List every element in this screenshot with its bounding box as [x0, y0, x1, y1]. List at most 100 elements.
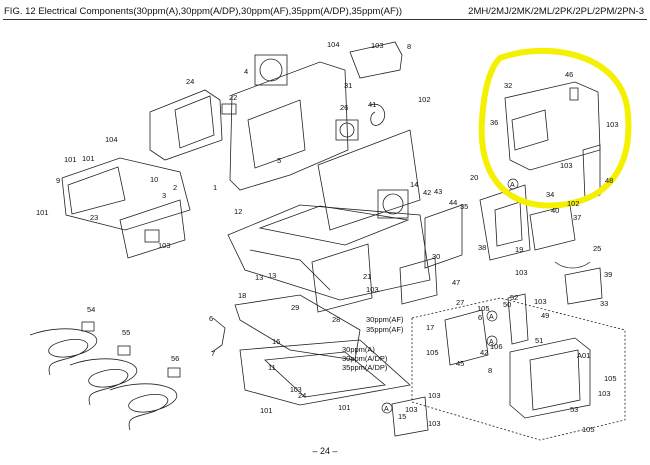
callout: 43 — [434, 187, 442, 196]
callout: 53 — [570, 405, 578, 414]
callout: 24 — [298, 391, 306, 400]
callout: 102 — [567, 199, 580, 208]
part-36-board — [504, 81, 601, 171]
callout: 52 — [510, 293, 518, 302]
part-24-board — [149, 89, 223, 161]
callout: 101 — [260, 406, 273, 415]
callout: 5 — [277, 156, 281, 165]
part-56-plug — [167, 367, 181, 378]
callout: 38 — [478, 243, 486, 252]
callout: 22 — [229, 93, 237, 102]
callout: 105 — [477, 304, 490, 313]
part-42-board — [444, 309, 489, 366]
part-53-board — [509, 337, 591, 419]
callout: 13 — [268, 271, 276, 280]
callout: 105 — [604, 374, 617, 383]
callout: 36 — [490, 118, 498, 127]
callout: 11 — [268, 363, 276, 372]
callout: 101 — [64, 155, 77, 164]
callout: 103 — [405, 405, 418, 414]
callout: 8 — [407, 42, 411, 51]
part-41-cable — [369, 103, 386, 126]
callout: 49 — [541, 311, 549, 320]
callout: 26 — [340, 103, 348, 112]
callout: 50 — [503, 300, 511, 309]
callout: 3 — [162, 191, 166, 200]
part-15-board — [391, 396, 429, 437]
callout: A01 — [577, 351, 590, 360]
part-11-plate — [239, 339, 411, 406]
callout: 103 — [534, 297, 547, 306]
callout: 103 — [428, 419, 441, 428]
callout: 13 — [255, 273, 263, 282]
part-54-plug — [81, 321, 95, 332]
callout: 27 — [456, 298, 464, 307]
callout: 18 — [238, 291, 246, 300]
callout: 19 — [515, 245, 523, 254]
callout: 32 — [504, 81, 512, 90]
part-10-board — [61, 157, 191, 231]
note-af-line2: 35ppm(AF) — [366, 325, 404, 334]
callout: 9 — [56, 176, 60, 185]
part-25-cable — [554, 261, 591, 269]
part-5-frame — [229, 61, 349, 191]
header-rule — [3, 19, 647, 20]
callout: 101 — [82, 154, 95, 163]
callout: 30 — [432, 252, 440, 261]
part-21-board — [311, 243, 373, 313]
callout: 45 — [456, 359, 464, 368]
callout: 103 — [366, 285, 379, 294]
part-23-board — [119, 199, 186, 259]
callout: 42 — [423, 188, 431, 197]
page-number: – 24 – — [312, 446, 338, 456]
note-af-line1: 30ppm(AF) — [366, 315, 404, 324]
callout: 105 — [582, 425, 595, 434]
part-52-board — [507, 293, 529, 345]
callout: 2 — [173, 183, 177, 192]
callout: 31 — [344, 81, 352, 90]
callout: 40 — [551, 206, 559, 215]
callout: 42 — [480, 348, 488, 357]
callout: 6 — [478, 313, 482, 322]
note-main-1: 30ppm(A) — [342, 345, 375, 354]
callout: 10 — [150, 175, 158, 184]
callout: 6 — [209, 314, 213, 323]
part-22 — [221, 103, 237, 115]
callout: 14 — [410, 180, 418, 189]
part-39-board — [564, 267, 603, 305]
part-54-cord — [29, 328, 98, 376]
callout: 48 — [605, 176, 613, 185]
callout: 103 — [158, 241, 171, 250]
part-26-fan — [335, 119, 359, 141]
callout: 46 — [565, 70, 573, 79]
part-38-frame — [479, 184, 531, 261]
a01-outline — [411, 297, 626, 441]
callout: 8 — [488, 366, 492, 375]
callout: 37 — [573, 213, 581, 222]
callout: 1 — [213, 183, 217, 192]
callout: 28 — [332, 315, 340, 324]
callout: 102 — [418, 95, 431, 104]
part-8-bracket — [349, 41, 403, 79]
part-4-fan-blade — [259, 58, 283, 82]
callout: 54 — [87, 305, 95, 314]
callout: 103 — [598, 389, 611, 398]
callout: 103 — [371, 41, 384, 50]
callout: 41 — [368, 100, 376, 109]
part-37-bracket — [529, 204, 576, 251]
callout: 47 — [452, 278, 460, 287]
callout: 7 — [211, 349, 215, 358]
part-51-board — [529, 349, 581, 411]
callout: 16 — [272, 337, 280, 346]
part-48-plate — [582, 144, 601, 201]
callout: 103 — [290, 387, 302, 394]
callout: 44 — [449, 198, 457, 207]
callout: 12 — [234, 207, 242, 216]
part-56-cord — [109, 383, 178, 431]
note-main-3: 35ppm(A/DP) — [342, 363, 388, 372]
callout: 56 — [171, 354, 179, 363]
callout: 23 — [90, 213, 98, 222]
part-55-cord — [69, 358, 138, 406]
callout: 15 — [398, 412, 406, 421]
callout: 17 — [426, 323, 434, 332]
